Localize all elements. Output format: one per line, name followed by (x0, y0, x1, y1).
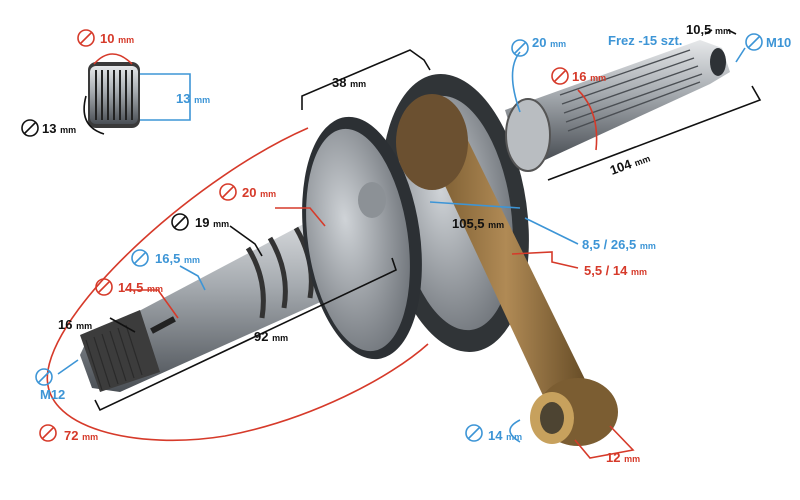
label-bearing-inner-dia: 10 mm (100, 31, 134, 46)
diameter-symbol-icon (77, 29, 95, 47)
label-crank-centres: 105,5 mm (452, 216, 504, 231)
diameter-icons (21, 29, 763, 442)
label-spline-tip-length: 10,5 mm (686, 22, 731, 37)
diameter-symbol-icon (171, 213, 189, 231)
diameter-symbol-icon (745, 33, 763, 51)
label-stub-dia: 19 mm (195, 215, 229, 230)
label-spline-dia: 20 mm (532, 35, 566, 50)
label-bearing-length: 13 mm (176, 91, 210, 106)
label-big-end-offset: 5,5 / 14 mm (584, 263, 647, 278)
diameter-symbol-icon (35, 368, 53, 386)
diameter-symbol-icon (131, 249, 149, 267)
label-thread-length-left: 16 mm (58, 317, 92, 332)
label-spline-teeth: Frez -15 szt. (608, 33, 682, 48)
diameter-symbol-icon (95, 278, 113, 296)
label-seat-dia: 16,5 mm (155, 251, 200, 266)
label-taper-dia: 14,5 mm (118, 280, 163, 295)
label-big-end-width: 8,5 / 26,5 mm (582, 237, 656, 252)
diameter-symbol-icon (21, 119, 39, 137)
label-thread-right: M10 (766, 35, 791, 50)
needle-bearing (88, 62, 140, 128)
connecting-rod (396, 94, 618, 446)
diameter-symbol-icon (551, 67, 569, 85)
label-small-end-dia: 14 mm (488, 428, 522, 443)
label-left-shaft-length: 92 mm (254, 329, 288, 344)
label-small-end-width: 12 mm (606, 450, 640, 465)
diameter-symbol-icon (39, 424, 57, 442)
label-right-shaft-length: 104 mm (608, 150, 652, 178)
right-shaft (505, 40, 730, 172)
dimension-lines (46, 29, 762, 459)
diameter-symbol-icon (465, 424, 483, 442)
label-flywheel-dia: 72 mm (64, 428, 98, 443)
diameter-symbol-icon (219, 183, 237, 201)
diameter-symbol-icon (511, 39, 529, 57)
label-bearing-outer-dia: 13 mm (42, 121, 76, 136)
label-flywheel-width: 38 mm (332, 75, 366, 90)
label-journal-dia-left: 20 mm (242, 185, 276, 200)
dimension-labels: 10 mm 13 mm 13 mm 38 mm 20 mm Frez -15 s… (40, 22, 791, 465)
label-thread-left: M12 (40, 387, 65, 402)
label-cone-dia: 16 mm (572, 69, 606, 84)
